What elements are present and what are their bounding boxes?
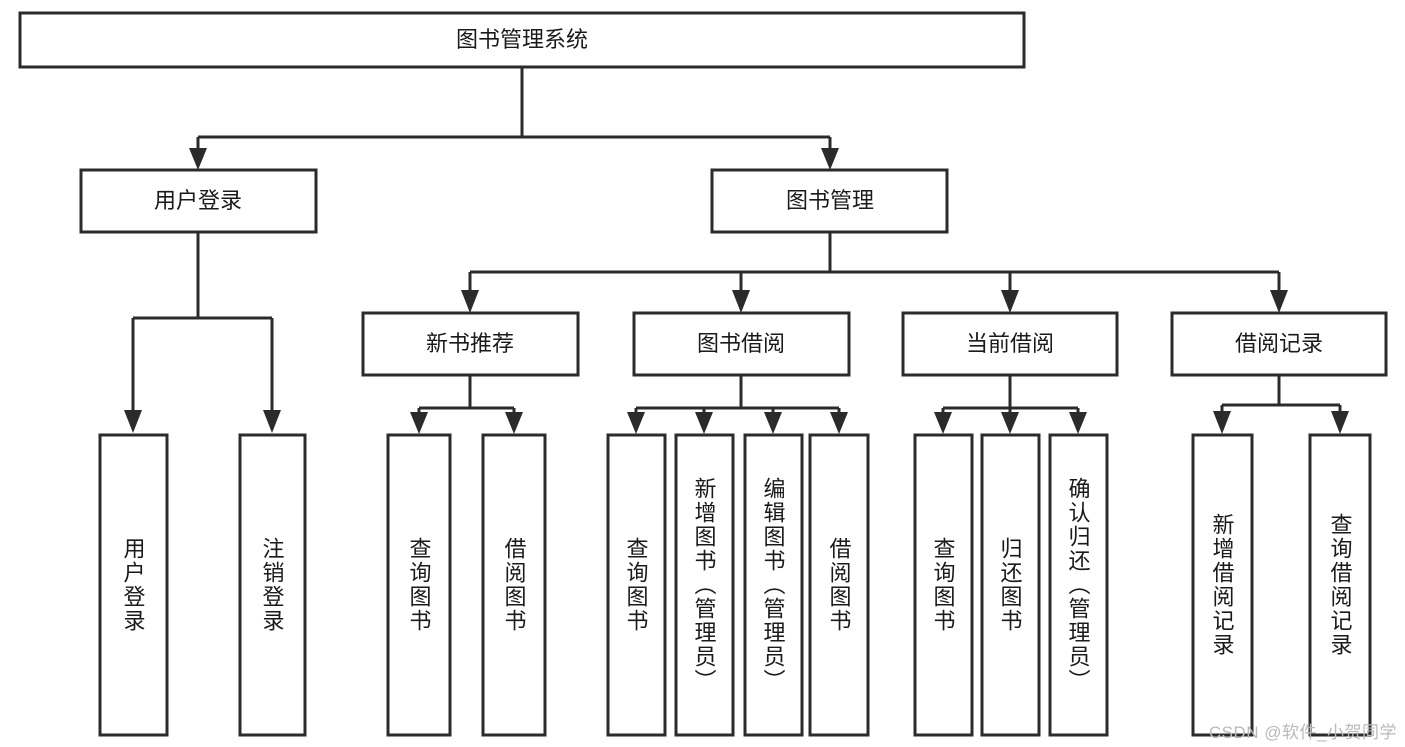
leaf-logout-label: 注销登录 [260,537,285,633]
arrowhead-record-add [1213,411,1231,434]
user-login-label: 用户登录 [154,188,242,213]
leaf-borrow-query-book[interactable]: 查询图书 [606,433,667,737]
root-label: 图书管理系统 [456,27,588,52]
leaf-borrow-add-book-admin[interactable]: 新增图书（管理员） [674,433,735,737]
leaf-user-login[interactable]: 用户登录 [98,433,169,737]
borrow-record-label: 借阅记录 [1235,331,1323,356]
leaf-record-add-label: 新增借阅记录 [1210,513,1235,657]
new-book-recommend-label: 新书推荐 [426,331,514,356]
arrowhead-leaf-logout [263,410,281,433]
leaf-logout[interactable]: 注销登录 [238,433,307,737]
arrowhead-new-book-rec [461,290,479,313]
connector-layer [124,67,1349,434]
arrowhead-newbook-query [410,412,428,434]
book-management-label: 图书管理 [786,188,874,213]
node-current-borrow[interactable]: 当前借阅 [901,311,1119,377]
leaf-borrow-lend-book[interactable]: 借阅图书 [808,433,870,737]
new-book-recommend-box[interactable] [361,311,580,377]
current-borrow-label: 当前借阅 [966,331,1054,356]
leaf-record-query[interactable]: 查询借阅记录 [1308,433,1372,737]
arrowhead-book-mgmt [821,148,839,170]
leaf-current-return-book-label: 归还图书 [998,537,1023,633]
root-box[interactable] [18,11,1026,69]
leaf-logout-box[interactable] [238,433,307,737]
arrowhead-current-return [1001,412,1019,434]
leaf-record-add[interactable]: 新增借阅记录 [1191,433,1254,737]
arrowhead-newbook-borrow [505,412,523,434]
arrowhead-user-login [189,148,207,170]
leaf-current-confirm-return-admin-box[interactable] [1048,433,1109,737]
arrowhead-bookborrow-query [627,412,645,434]
leaf-current-confirm-return-admin-label: 确认归还（管理员） [1066,477,1091,693]
leaf-newbook-borrow-book-box[interactable] [481,433,547,737]
arrowhead-bookborrow-lend [830,412,848,434]
arrowhead-current-confirm [1069,412,1087,434]
leaf-newbook-query-book-label: 查询图书 [407,537,432,633]
leaf-borrow-edit-book-admin-label: 编辑图书（管理员） [761,477,786,693]
leaf-user-login-box[interactable] [98,433,169,737]
leaf-current-query-book[interactable]: 查询图书 [913,433,974,737]
leaf-newbook-borrow-book[interactable]: 借阅图书 [481,433,547,737]
node-book-management[interactable]: 图书管理 [710,168,949,234]
user-login-box[interactable] [79,168,318,234]
leaf-record-query-label: 查询借阅记录 [1328,513,1353,657]
arrowhead-record-query [1331,411,1349,434]
leaf-current-query-book-label: 查询图书 [931,537,956,633]
arrowhead-leaf-user-login [124,410,142,433]
leaf-borrow-lend-book-label: 借阅图书 [827,537,852,633]
arrowhead-book-borrow [732,290,750,313]
leaf-borrow-lend-book-box[interactable] [808,433,870,737]
leaf-newbook-query-book[interactable]: 查询图书 [386,433,452,737]
leaf-borrow-edit-book-admin[interactable]: 编辑图书（管理员） [743,433,804,737]
leaf-record-add-box[interactable] [1191,433,1254,737]
node-borrow-record[interactable]: 借阅记录 [1170,311,1388,377]
leaf-newbook-query-book-box[interactable] [386,433,452,737]
book-borrow-label: 图书借阅 [697,331,785,356]
arrowhead-current-query [934,412,952,434]
arrowhead-bookborrow-add [695,412,713,434]
borrow-record-box[interactable] [1170,311,1388,377]
leaf-borrow-query-book-label: 查询图书 [624,537,649,633]
node-book-borrow[interactable]: 图书借阅 [632,311,851,377]
leaf-user-login-label: 用户登录 [121,537,146,633]
current-borrow-box[interactable] [901,311,1119,377]
leaf-borrow-add-book-admin-box[interactable] [674,433,735,737]
leaf-current-return-book[interactable]: 归还图书 [980,433,1041,737]
leaf-borrow-add-book-admin-label: 新增图书（管理员） [692,477,717,693]
arrowhead-borrow-record [1270,290,1288,313]
arrowhead-current-borrow [1001,290,1019,313]
node-user-login[interactable]: 用户登录 [79,168,318,234]
book-management-box[interactable] [710,168,949,234]
node-new-book-recommend[interactable]: 新书推荐 [361,311,580,377]
leaf-borrow-edit-book-admin-box[interactable] [743,433,804,737]
node-root-system[interactable]: 图书管理系统 [18,11,1026,69]
arrowhead-bookborrow-edit [764,412,782,434]
leaf-current-return-book-box[interactable] [980,433,1041,737]
book-borrow-box[interactable] [632,311,851,377]
leaf-current-query-book-box[interactable] [913,433,974,737]
leaf-record-query-box[interactable] [1308,433,1372,737]
leaf-newbook-borrow-book-label: 借阅图书 [502,537,527,633]
leaf-current-confirm-return-admin[interactable]: 确认归还（管理员） [1048,433,1109,737]
leaf-borrow-query-book-box[interactable] [606,433,667,737]
